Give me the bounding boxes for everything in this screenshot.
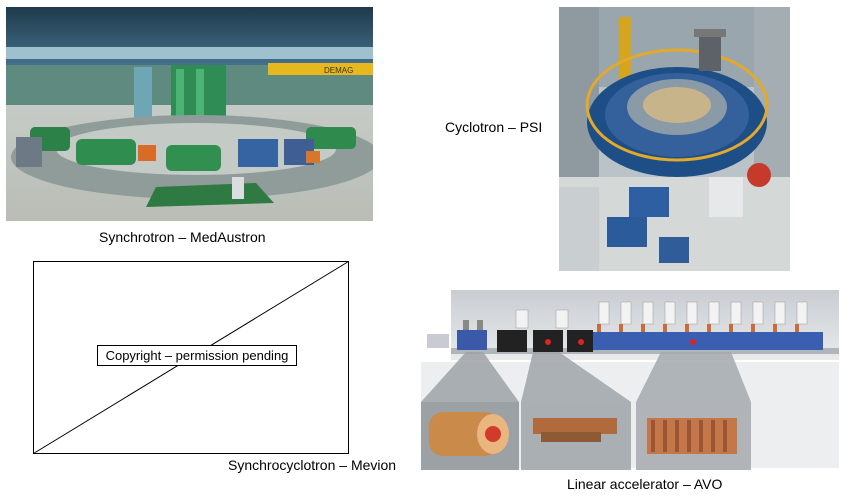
synchrotron-photo: DEMAG xyxy=(6,7,373,221)
cyclotron-photo xyxy=(559,7,790,271)
cyclotron-caption: Cyclotron – PSI xyxy=(445,119,543,135)
copyright-placeholder-box: Copyright – permission pending xyxy=(97,345,297,366)
linac-caption: Linear accelerator – AVO xyxy=(567,476,723,492)
copyright-placeholder-text: Copyright – permission pending xyxy=(105,348,289,363)
synchrocyclotron-caption: Synchrocyclotron – Mevion xyxy=(228,457,397,473)
linac-photo xyxy=(421,290,839,470)
crane-label: DEMAG xyxy=(324,66,353,75)
synchrotron-caption: Synchrotron – MedAustron xyxy=(99,229,266,245)
